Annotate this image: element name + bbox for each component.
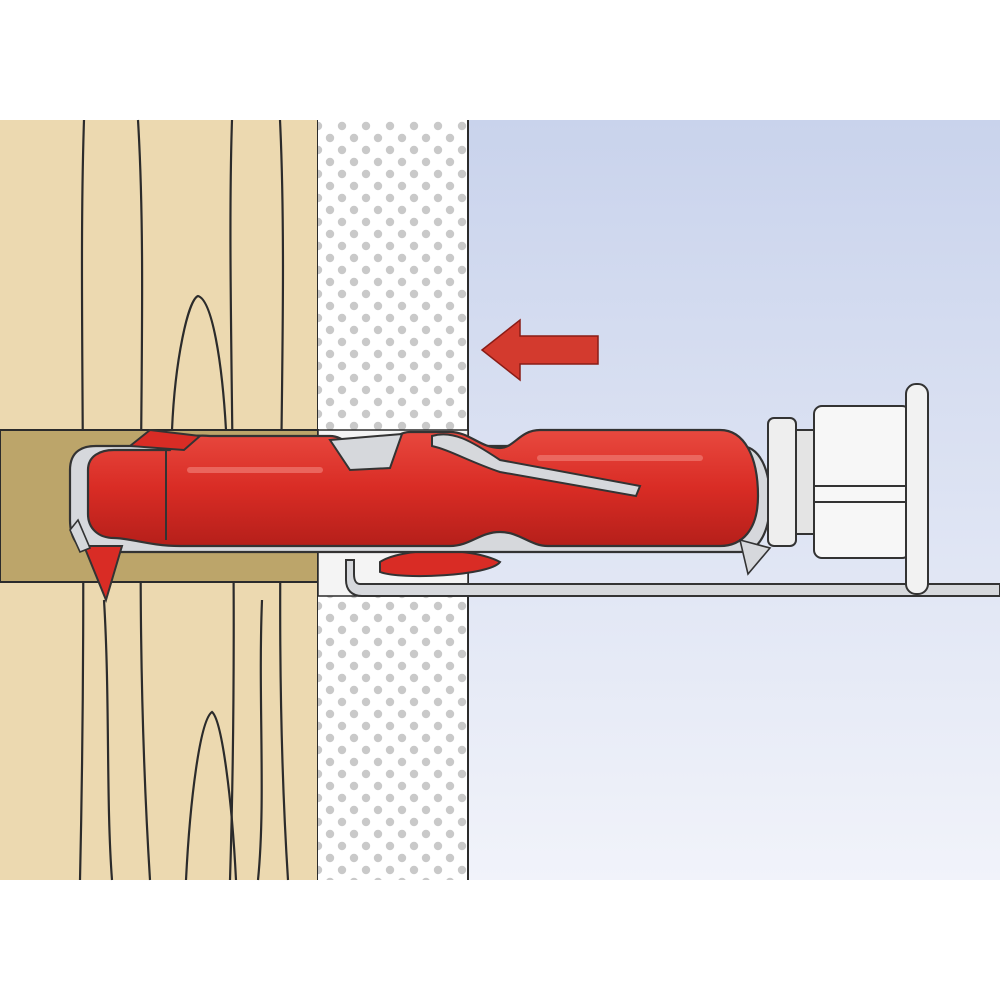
metal-strap bbox=[345, 559, 1000, 597]
screw-collar bbox=[767, 417, 797, 547]
wood-grain-line bbox=[170, 294, 228, 431]
screw-flange bbox=[905, 383, 929, 595]
screw-head bbox=[738, 383, 929, 595]
dowel-slot bbox=[328, 432, 404, 472]
expansion-dowel bbox=[68, 428, 772, 604]
screw-tip bbox=[738, 538, 772, 576]
wood-grain-line bbox=[256, 599, 264, 881]
dowel-tip-tab bbox=[127, 428, 203, 452]
wood-grain-line bbox=[102, 599, 114, 881]
dowel-barb bbox=[82, 545, 124, 604]
dowel-slot bbox=[431, 433, 642, 498]
dowel-barb-metal bbox=[69, 518, 92, 554]
screw-shank bbox=[795, 429, 815, 535]
wood-grain-line bbox=[184, 710, 238, 881]
insertion-arrow bbox=[480, 318, 599, 382]
screw-body bbox=[813, 405, 911, 559]
dowel-body bbox=[86, 428, 760, 548]
